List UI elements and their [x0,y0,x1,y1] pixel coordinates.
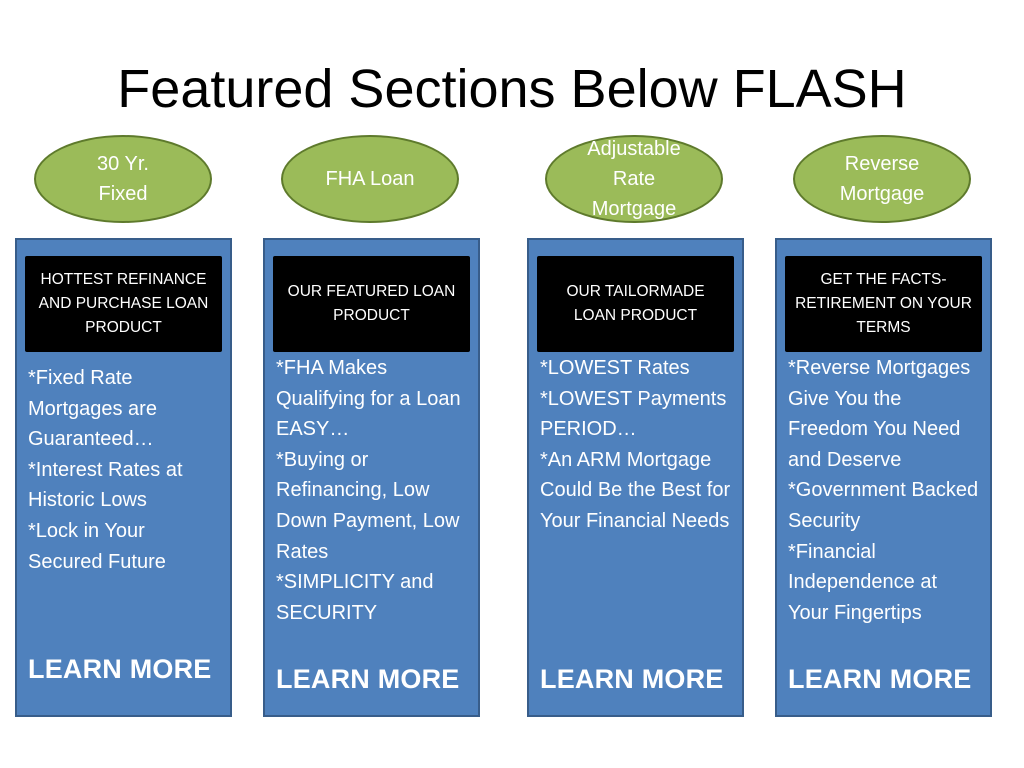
oval-label: Reverse Mortgage [839,153,925,205]
section-card-adjustable-rate: OUR TAILORMADE LOAN PRODUCT *LOWEST Rate… [527,238,744,717]
learn-more-link[interactable]: LEARN MORE [276,664,460,694]
section-line: *Interest Rates at Historic Lows [28,458,183,512]
section-line: *Fixed Rate Mortgages are Guaranteed… [28,367,157,451]
section-card-30yr-fixed: HOTTEST REFINANCE AND PURCHASE LOAN PROD… [15,238,232,717]
oval-reverse-mortgage[interactable]: Reverse Mortgage [793,135,971,223]
learn-more-link[interactable]: LEARN MORE [540,664,724,694]
oval-label: FHA Loan [325,168,415,190]
learn-more-link[interactable]: LEARN MORE [788,664,972,694]
oval-fha-loan[interactable]: FHA Loan [281,135,459,223]
section-line: *Buying or Refinancing, Low Down Payment… [276,448,460,563]
section-line: *LOWEST Payments PERIOD… [540,387,727,441]
section-banner: OUR TAILORMADE LOAN PRODUCT [537,256,734,352]
section-body: *FHA Makes Qualifying for a Loan EASY… *… [276,353,470,628]
section-card-fha-loan: OUR FEATURED LOAN PRODUCT *FHA Makes Qua… [263,238,480,717]
section-line: *SIMPLICITY and SECURITY [276,571,434,624]
section-line: *Lock in Your Secured Future [28,519,166,573]
section-body: *Fixed Rate Mortgages are Guaranteed… *I… [28,363,222,577]
section-line: *LOWEST Rates [540,357,690,379]
section-card-reverse-mortgage: GET THE FACTS- RETIREMENT ON YOUR TERMS … [775,238,992,717]
section-banner: OUR FEATURED LOAN PRODUCT [273,256,470,352]
section-line: *Government Backed Security [788,479,979,532]
slide-title: Featured Sections Below FLASH [117,59,907,119]
section-banner: GET THE FACTS- RETIREMENT ON YOUR TERMS [785,256,982,352]
learn-more-link[interactable]: LEARN MORE [28,654,212,684]
section-line: *FHA Makes Qualifying for a Loan EASY… [276,357,461,441]
section-line: *An ARM Mortgage Could Be the Best for Y… [540,448,731,532]
oval-label: Adjustable Rate Mortgage [587,138,681,220]
section-line: *Reverse Mortgages Give You the Freedom … [788,357,971,471]
oval-label: 30 Yr. Fixed [97,153,149,205]
section-body: *LOWEST Rates *LOWEST Payments PERIOD… *… [540,353,734,537]
oval-30yr-fixed[interactable]: 30 Yr. Fixed [34,135,212,223]
section-banner: HOTTEST REFINANCE AND PURCHASE LOAN PROD… [25,256,222,352]
oval-adjustable-rate-mortgage[interactable]: Adjustable Rate Mortgage [545,135,723,223]
section-body: *Reverse Mortgages Give You the Freedom … [788,353,982,628]
section-line: *Financial Independence at Your Fingerti… [788,540,938,624]
